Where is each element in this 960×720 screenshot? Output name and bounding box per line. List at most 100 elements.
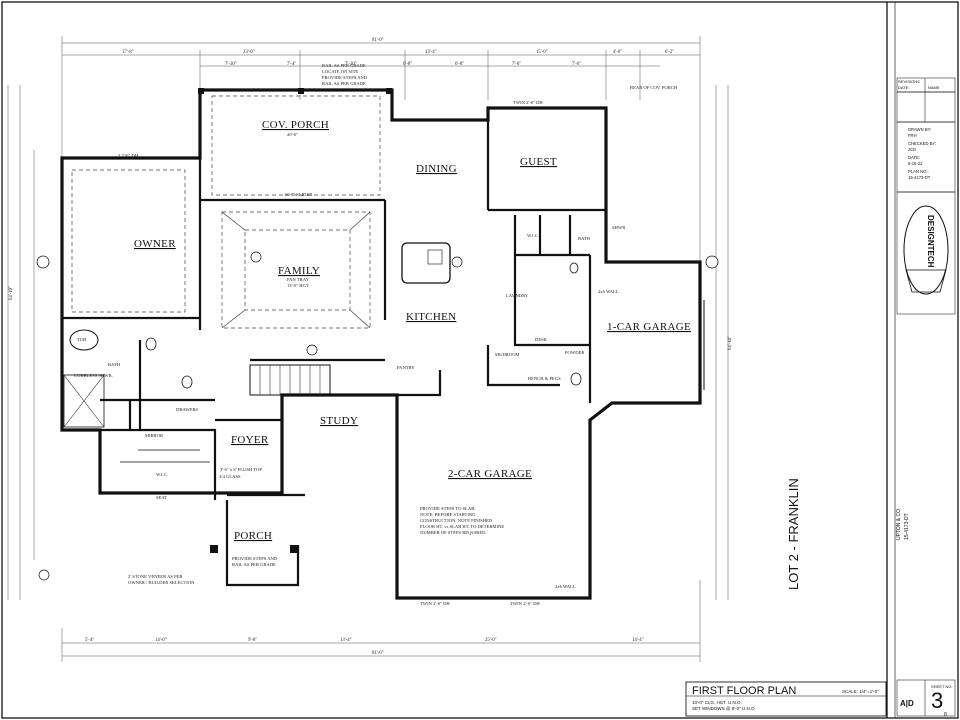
rail-note-4: RAIL AS PER GRADE (322, 81, 366, 86)
label-bench-pegs: BENCH & PEGS (528, 376, 561, 381)
front-steps-note-2: RAIL AS PER GRADE (232, 562, 276, 567)
room-label-dining: DINING (416, 163, 457, 175)
overall-depth-left: 64'-10" (9, 286, 14, 300)
garage-note-1: PROVIDE STEPS TO SLAB. (420, 506, 475, 511)
dim-top-1: 17'-8" (122, 50, 134, 55)
date-field-label: DATE: (908, 155, 920, 160)
room-label-cov-porch: COV. PORCH (262, 119, 329, 131)
label-mudroom: MUDROOM (495, 352, 520, 357)
porch-column-2 (386, 88, 392, 94)
label-tub: TUB (77, 337, 86, 342)
garage-note-4: FLOOR HT. vs SLAB HT. TO DETERMINE (420, 524, 504, 529)
tub (69, 329, 99, 351)
exterior-walls (60, 88, 702, 600)
room-label-study: STUDY (320, 415, 358, 427)
room-label-two-car-garage: 2-CAR GARAGE (448, 468, 532, 480)
kitchen-island (401, 242, 451, 284)
room-label-owner: OWNER (134, 238, 176, 250)
dim-bottom-3: 9'-8" (248, 638, 257, 643)
room-label-family: FAMILY (278, 265, 320, 277)
drawn-by-label: DRAWN BY: (908, 127, 931, 132)
dim-bottom-2: 14'-0" (155, 638, 167, 643)
label-drawers: DRAWERS (176, 407, 199, 412)
room-label-foyer: FOYER (231, 434, 269, 446)
dimension-lines-top (61, 36, 701, 300)
plan-no-label: PLAN NO.: (908, 169, 929, 174)
dim-top-4: 13'-4" (425, 50, 437, 55)
sheet-no-label: SHEET NO. (931, 684, 953, 689)
ref-marker-stair (306, 344, 318, 356)
dim-bottom-4: 13'-4" (340, 638, 352, 643)
label-shower: SHWR (612, 225, 626, 230)
label-laundry: LAUNDRY (506, 293, 529, 298)
label-entry-door: 3'-6" x 8' FLUSH TOP (220, 467, 262, 472)
label-wic-guest: W.I.C. (527, 233, 539, 238)
wall-2x6-note: 2x6 WALL (598, 289, 619, 294)
dim-sub-4: 6'-8" (403, 62, 412, 67)
family-ceiling-note-1: PAN TRAY (287, 277, 310, 282)
grid-marker-left (36, 255, 50, 269)
curbless-shower (63, 374, 105, 428)
room-label-guest: GUEST (520, 156, 557, 168)
label-bath-guest: BATH (578, 236, 591, 241)
porch-column-1 (198, 88, 204, 94)
slider-note: 16'-8" SLIDER (284, 192, 313, 197)
room-label-porch: PORCH (234, 530, 272, 542)
dim-bottom-5: 25'-0" (485, 638, 497, 643)
title-block (896, 77, 956, 717)
rear-porch-note: REAR OF COV. PORCH (630, 85, 678, 90)
shower-drain-lines (63, 374, 105, 428)
designtech-logo (903, 205, 949, 295)
stone-veneer-note-1: 2' STONE VENEER AS PER (128, 574, 183, 579)
sheet-scale: SCALE: 1/4"=1'-0" (842, 689, 879, 694)
dim-bottom-6: 14'-4" (632, 638, 644, 643)
date-label: DATE (898, 85, 909, 90)
label-seat: SEAT (156, 495, 167, 500)
porch-size: 20'-0" (287, 132, 298, 137)
guest-bath-toilet (569, 262, 579, 274)
name-label: NAME (928, 85, 940, 90)
mudroom-toilet (570, 372, 582, 386)
drawn-by-value: FRH (908, 133, 917, 138)
sheet-note-2: SET WINDOWS @ 8'-0" U.N.O. (692, 706, 756, 711)
room-label-one-car-garage: 1-CAR GARAGE (607, 321, 691, 333)
dim-sub-3: 7'-10" (345, 62, 357, 67)
sheet-title: FIRST FLOOR PLAN (692, 685, 796, 697)
window-note-guest: TWIN 2'-6" DH (513, 100, 543, 105)
overall-width-top: 81'-0" (372, 38, 384, 43)
window-note-owner: 3 2'-6" DH (118, 153, 139, 158)
rail-note-2: LOCATE ON SITE (322, 69, 358, 74)
label-wic-owner: W.I.C. (156, 472, 168, 477)
window-note-garage-1: TWIN 2'-6" DH (420, 601, 450, 606)
grid-marker-right (705, 255, 719, 269)
rail-note-3: PROVIDE STEPS AND (322, 75, 368, 80)
powder-toilet (181, 375, 193, 389)
project-plan-no: 15-4173-DT (904, 513, 910, 540)
garage-note-5: NUMBER OF STEPS REQUIRED. (420, 530, 487, 535)
checked-by-value: JCD (908, 147, 916, 152)
dim-top-2: 23'-0" (243, 50, 255, 55)
porch-column-3 (298, 88, 304, 94)
cov-porch-ceiling (211, 95, 381, 196)
owner-toilet (145, 337, 157, 351)
ref-marker-family (250, 251, 262, 263)
room-label-kitchen: KITCHEN (406, 311, 456, 323)
garage-note-2: NOTE: BEFORE STARTING (420, 512, 476, 517)
dimension-lines-left (7, 85, 35, 600)
dimension-lines-right (715, 85, 729, 600)
family-tray-ceiling (221, 211, 371, 329)
wall-2x6-note-2: 2x6 WALL (555, 584, 576, 589)
rail-note-1: RAIL AS PER GRADE (322, 63, 366, 68)
stone-veneer-note-2: OWNER / BUILDER SELECTION (128, 580, 195, 585)
dimension-lines-bottom (61, 580, 701, 662)
project-name: LOT 2 - FRANKLIN (786, 478, 801, 590)
owner-ceiling (71, 169, 186, 313)
front-porch-column-right (290, 545, 298, 553)
sheet-of: 8 (944, 712, 947, 718)
ad-mark: A|D (900, 699, 914, 708)
overall-depth-right: 64'-10" (728, 336, 733, 350)
kitchen-sink (427, 249, 443, 265)
grid-marker-lower-left (38, 569, 50, 581)
